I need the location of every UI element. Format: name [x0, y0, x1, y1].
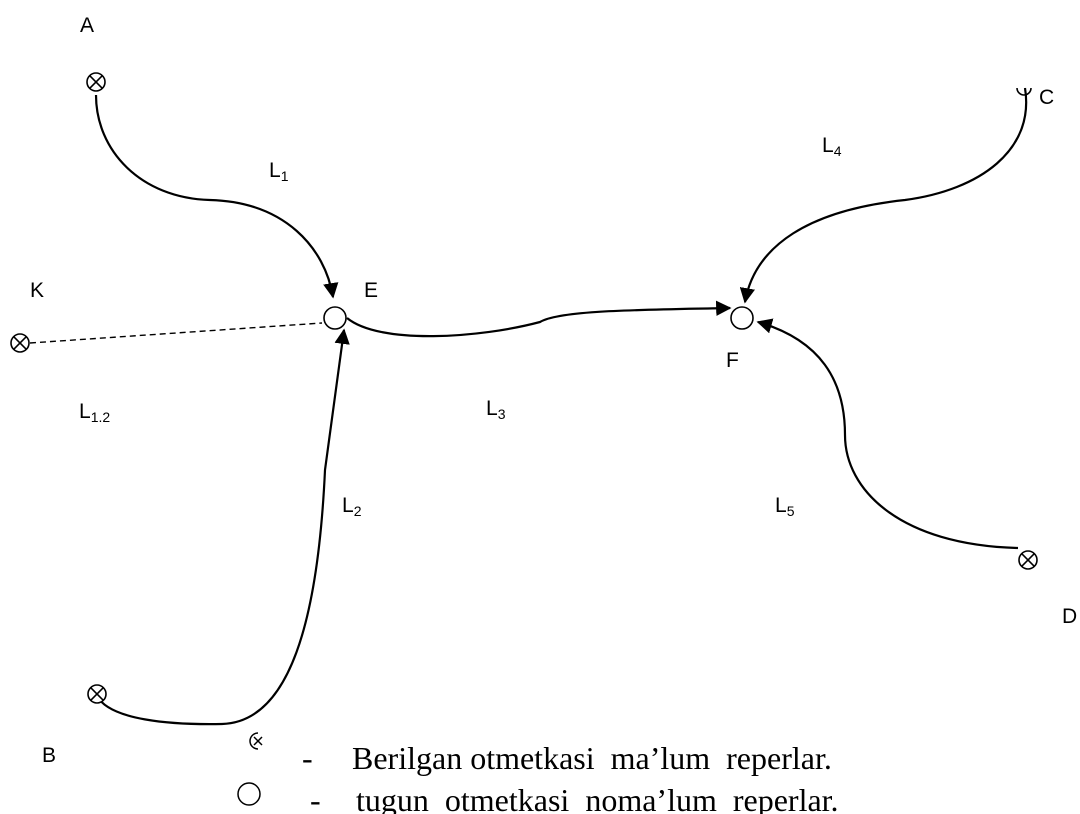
label-line-L2-sub: 2 — [354, 503, 362, 519]
label-point-A: A — [80, 14, 94, 37]
label-line-L1-base: L — [269, 159, 281, 182]
label-line-L5: L5 — [775, 494, 795, 519]
point-B-known-marker — [87, 684, 107, 704]
line-K-E — [29, 322, 323, 344]
label-point-B: B — [42, 744, 56, 767]
point-D-known-marker — [1018, 550, 1038, 570]
point-E-unknown-marker — [323, 306, 347, 330]
label-line-L3-base: L — [486, 397, 498, 420]
label-line-L12-base: L — [79, 400, 91, 423]
legend-unknown-dash: - — [310, 782, 321, 814]
point-F-unknown-marker — [730, 306, 754, 330]
point-A-known-marker — [86, 72, 106, 92]
line-E-F — [346, 300, 732, 338]
label-line-L4: L4 — [822, 134, 842, 159]
label-point-E: E — [364, 279, 378, 302]
line-D-F — [756, 318, 1019, 550]
label-point-D: D — [1062, 605, 1077, 628]
label-line-L5-base: L — [775, 494, 787, 517]
label-point-F: F — [726, 349, 739, 372]
point-C-known-marker — [1016, 87, 1032, 96]
label-line-L1: L1 — [269, 159, 289, 184]
label-line-L2: L2 — [342, 494, 362, 519]
label-line-L12-sub: 1.2 — [91, 409, 111, 425]
label-line-L4-base: L — [822, 134, 834, 157]
legend: - Berilgan otmetkasi ma’lum reperlar. - … — [237, 732, 839, 814]
legend-known-dash: - — [302, 740, 313, 776]
label-line-L3-sub: 3 — [498, 406, 506, 422]
line-C-F — [739, 87, 1028, 304]
legend-unknown-text: tugun otmetkasi noma’lum reperlar. — [356, 782, 839, 814]
point-K-known-marker — [10, 333, 30, 353]
label-line-L1-sub: 1 — [281, 168, 289, 184]
label-line-L4-sub: 4 — [834, 143, 842, 159]
legend-known-text: Berilgan otmetkasi ma’lum reperlar. — [352, 740, 832, 776]
line-B-E — [96, 328, 350, 726]
label-line-L2-base: L — [342, 494, 354, 517]
label-point-C: C — [1039, 86, 1054, 109]
label-line-L5-sub: 5 — [787, 503, 795, 519]
line-A-E — [94, 94, 339, 299]
label-line-L3: L3 — [486, 397, 506, 422]
label-point-K: K — [30, 279, 44, 302]
label-line-L12: L1.2 — [79, 400, 110, 425]
legend-known-symbol-icon — [249, 732, 263, 750]
legend-unknown-symbol-icon — [237, 782, 261, 806]
